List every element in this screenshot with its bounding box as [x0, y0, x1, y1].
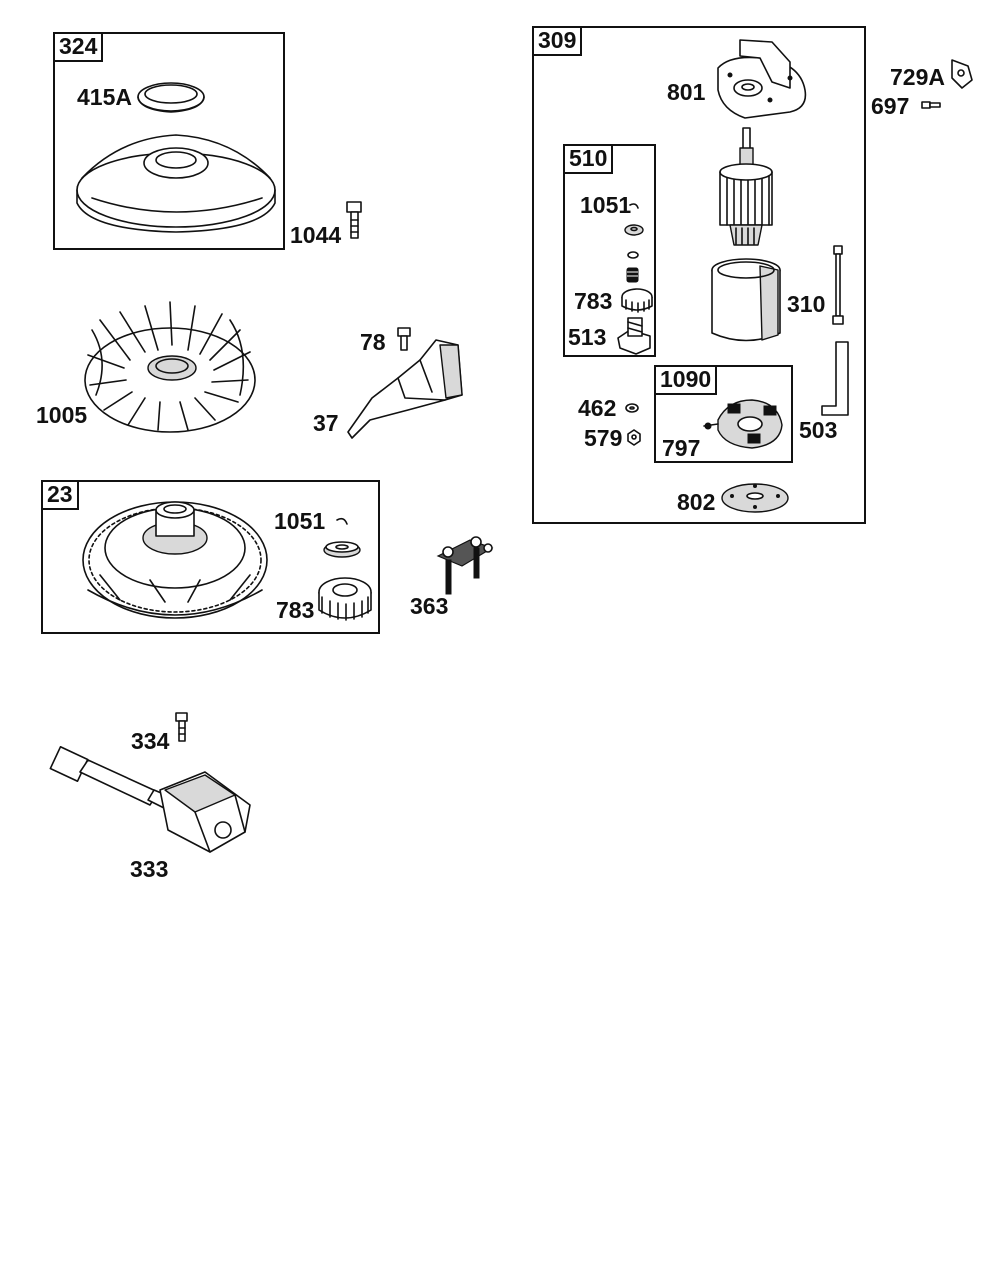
part-462-washer — [625, 403, 639, 413]
callout-78: 78 — [360, 329, 386, 355]
part-37-air-guide — [347, 339, 463, 439]
part-579-nut — [627, 429, 641, 446]
part-310-housing — [711, 258, 781, 342]
part-23-flywheel — [82, 501, 268, 619]
part-78-screw — [397, 327, 411, 351]
part-through-bolt — [832, 245, 844, 325]
part-503-bracket — [821, 341, 849, 416]
group-number-309: 309 — [532, 26, 583, 56]
part-802-disc — [721, 483, 789, 513]
group-number-324: 324 — [53, 32, 104, 62]
callout-513: 513 — [568, 324, 607, 350]
callout-797: 797 — [662, 435, 701, 461]
part-1044-bolt — [346, 201, 362, 239]
callout-801: 801 — [667, 79, 706, 105]
part-333-armature — [49, 745, 251, 853]
part-783-gear-b — [621, 288, 653, 313]
callout-503: 503 — [799, 417, 838, 443]
part-729A-plate — [951, 59, 973, 89]
part-washer-a — [323, 541, 361, 558]
callout-697: 697 — [871, 93, 910, 119]
group-number-1090: 1090 — [654, 365, 718, 395]
callout-334: 334 — [131, 728, 170, 754]
group-box-510: 510 — [563, 144, 656, 357]
callout-783-a: 783 — [276, 597, 315, 623]
callout-783-b: 783 — [574, 288, 613, 314]
group-box-23: 23 — [41, 480, 380, 634]
part-415A-cap — [137, 82, 205, 113]
callout-37: 37 — [313, 410, 339, 436]
callout-363: 363 — [410, 593, 449, 619]
part-334-screw — [175, 712, 188, 742]
callout-462: 462 — [578, 395, 617, 421]
part-801-end-cap — [717, 39, 807, 119]
group-box-1090: 1090 — [654, 365, 793, 463]
group-number-23: 23 — [41, 480, 79, 510]
group-number-510: 510 — [563, 144, 614, 174]
part-armature — [719, 127, 773, 246]
callout-729A: 729A — [890, 64, 945, 90]
part-797-brush-holder — [703, 399, 783, 449]
group-box-309: 309 — [532, 26, 866, 524]
callout-1051-b: 1051 — [580, 192, 632, 218]
part-783-gear-a — [318, 577, 372, 621]
part-washer-b — [624, 224, 644, 236]
callout-579: 579 — [584, 425, 623, 451]
part-1051-clip-a — [336, 517, 348, 525]
part-ring-b — [627, 251, 639, 259]
callout-1051-a: 1051 — [274, 508, 326, 534]
callout-1005: 1005 — [36, 402, 88, 428]
callout-415A: 415A — [77, 84, 132, 110]
callout-1044: 1044 — [290, 222, 342, 248]
callout-310: 310 — [787, 291, 826, 317]
part-1051-clip-b — [629, 203, 639, 209]
part-697-screw — [921, 101, 941, 109]
part-spring — [626, 267, 639, 283]
part-324-flywheel-cover — [76, 134, 276, 233]
part-513-drive — [617, 317, 651, 355]
part-1005-fan — [84, 301, 256, 433]
callout-802: 802 — [677, 489, 716, 515]
callout-333: 333 — [130, 856, 169, 882]
part-363-bracket — [436, 536, 494, 595]
group-box-324: 324 — [53, 32, 285, 250]
